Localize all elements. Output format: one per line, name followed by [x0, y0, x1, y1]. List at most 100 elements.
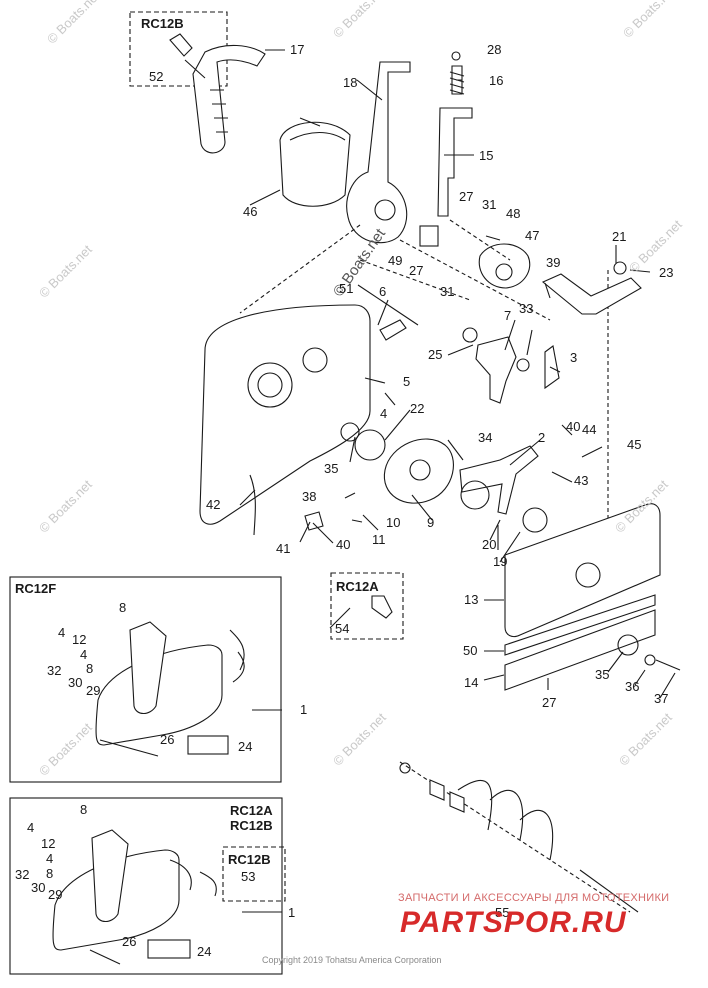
callout-part-41: 41 [276, 541, 291, 556]
housing-bore [247, 362, 293, 408]
variant-label-rc12a-bottom: RC12A [230, 803, 273, 818]
callout-part-4e: 4 [46, 851, 54, 866]
callout-part-17: 17 [290, 42, 305, 57]
rc12a-rc12b-box [9, 797, 283, 975]
rc12a-mid-box [330, 572, 404, 640]
callout-part-31a: 31 [482, 197, 497, 212]
part-33-shape [516, 358, 530, 372]
part-54-shape [371, 595, 393, 619]
callout-part-8c: 8 [80, 802, 88, 817]
arm-hub [374, 199, 396, 221]
callout-part-12b: 12 [41, 836, 56, 851]
part-46-cover-shape [279, 121, 351, 207]
callout-part-9: 9 [427, 515, 435, 530]
part-51-housing-shape [199, 304, 371, 525]
callout-part-20: 20 [482, 537, 497, 552]
rc12f-label-24 [187, 735, 229, 755]
part-39-shape [541, 273, 642, 315]
callout-part-4d: 4 [27, 820, 35, 835]
part-48-screw [485, 235, 501, 241]
callout-part-42: 42 [206, 497, 221, 512]
part-36-shape [644, 654, 656, 666]
callout-part-46: 46 [243, 204, 258, 219]
callout-part-36: 36 [625, 679, 640, 694]
callout-part-30b: 30 [31, 880, 46, 895]
callout-part-1a: 1 [300, 702, 308, 717]
copyright-text: Copyright 2019 Tohatsu America Corporati… [262, 955, 442, 965]
callout-part-26b: 26 [122, 934, 137, 949]
handle-grip-lines [210, 89, 228, 133]
rc12a-wires [169, 859, 217, 897]
part-7-shape [475, 336, 517, 404]
callout-part-31b: 31 [440, 284, 455, 299]
part-28-screw-shape [451, 51, 461, 61]
part-17-handle-shape [192, 44, 266, 154]
part-2-shape [459, 445, 539, 515]
part-35b-shape [617, 634, 639, 656]
callout-part-33: 33 [519, 301, 534, 316]
callout-part-32b: 32 [15, 867, 30, 882]
callout-part-47: 47 [525, 228, 540, 243]
callout-part-55: 55 [495, 905, 510, 920]
callout-part-8a: 8 [119, 600, 127, 615]
callout-part-12a: 12 [72, 632, 87, 647]
callout-part-8b: 8 [86, 661, 94, 676]
part-25-shape [462, 327, 478, 343]
part-20-pin [489, 519, 501, 541]
callout-part-10: 10 [386, 515, 401, 530]
callout-part-40a: 40 [566, 419, 581, 434]
part-6-shape [379, 319, 407, 341]
callout-part-44: 44 [582, 422, 597, 437]
callout-part-24a: 24 [238, 739, 253, 754]
callout-part-28: 28 [487, 42, 502, 57]
part-35-shape [340, 422, 360, 442]
callout-part-38: 38 [302, 489, 317, 504]
part-49-shape [419, 225, 439, 247]
callout-part-27b: 27 [409, 263, 424, 278]
callout-part-23: 23 [659, 265, 674, 280]
callout-part-4b: 4 [58, 625, 66, 640]
rc12a-bolt-26 [89, 949, 121, 965]
callout-part-11: 11 [372, 532, 386, 547]
callout-part-37: 37 [654, 691, 669, 706]
callout-part-53: 53 [241, 869, 256, 884]
callout-part-14: 14 [464, 675, 479, 690]
callout-part-35a: 35 [324, 461, 339, 476]
callout-part-21: 21 [612, 229, 627, 244]
cover-detail [289, 117, 346, 141]
rc12a-label-24 [147, 939, 191, 959]
callout-part-16: 16 [489, 73, 504, 88]
callout-part-7: 7 [504, 308, 512, 323]
callout-part-34: 34 [478, 430, 493, 445]
rc12f-bolt-26 [99, 739, 159, 757]
part-52-shape [169, 33, 193, 57]
part-41-shape [304, 511, 324, 531]
callout-part-4c: 4 [80, 647, 88, 662]
callout-part-49: 49 [388, 253, 403, 268]
shop-tagline: ЗАПЧАСТИ И АКСЕССУАРЫ ДЛЯ МОТОТЕХНИКИ [398, 892, 670, 904]
callout-part-6: 6 [379, 284, 387, 299]
callout-part-1b: 1 [288, 905, 296, 920]
part-42-shape [249, 474, 256, 536]
callout-part-22: 22 [410, 401, 425, 416]
part-55-context-lines [457, 779, 554, 861]
part-55-rod [579, 869, 639, 913]
callout-part-18: 18 [343, 75, 358, 90]
part-18-arm-shape [346, 61, 411, 244]
variant-label-rc12f: RC12F [15, 581, 57, 596]
callout-part-27c: 27 [542, 695, 557, 710]
callout-part-24b: 24 [197, 944, 212, 959]
callout-part-40b: 40 [336, 537, 351, 552]
callout-part-32a: 32 [47, 663, 62, 678]
callout-part-50: 50 [463, 643, 478, 658]
part-22-shape [354, 429, 386, 461]
variant-label-rc12a-mid: RC12A [336, 579, 379, 594]
rc12f-handle-shape [129, 621, 167, 715]
callout-part-39: 39 [546, 255, 561, 270]
callout-part-3: 3 [570, 350, 578, 365]
callout-part-26a: 26 [160, 732, 175, 747]
callout-part-45: 45 [627, 437, 642, 452]
callout-part-8d: 8 [46, 866, 54, 881]
